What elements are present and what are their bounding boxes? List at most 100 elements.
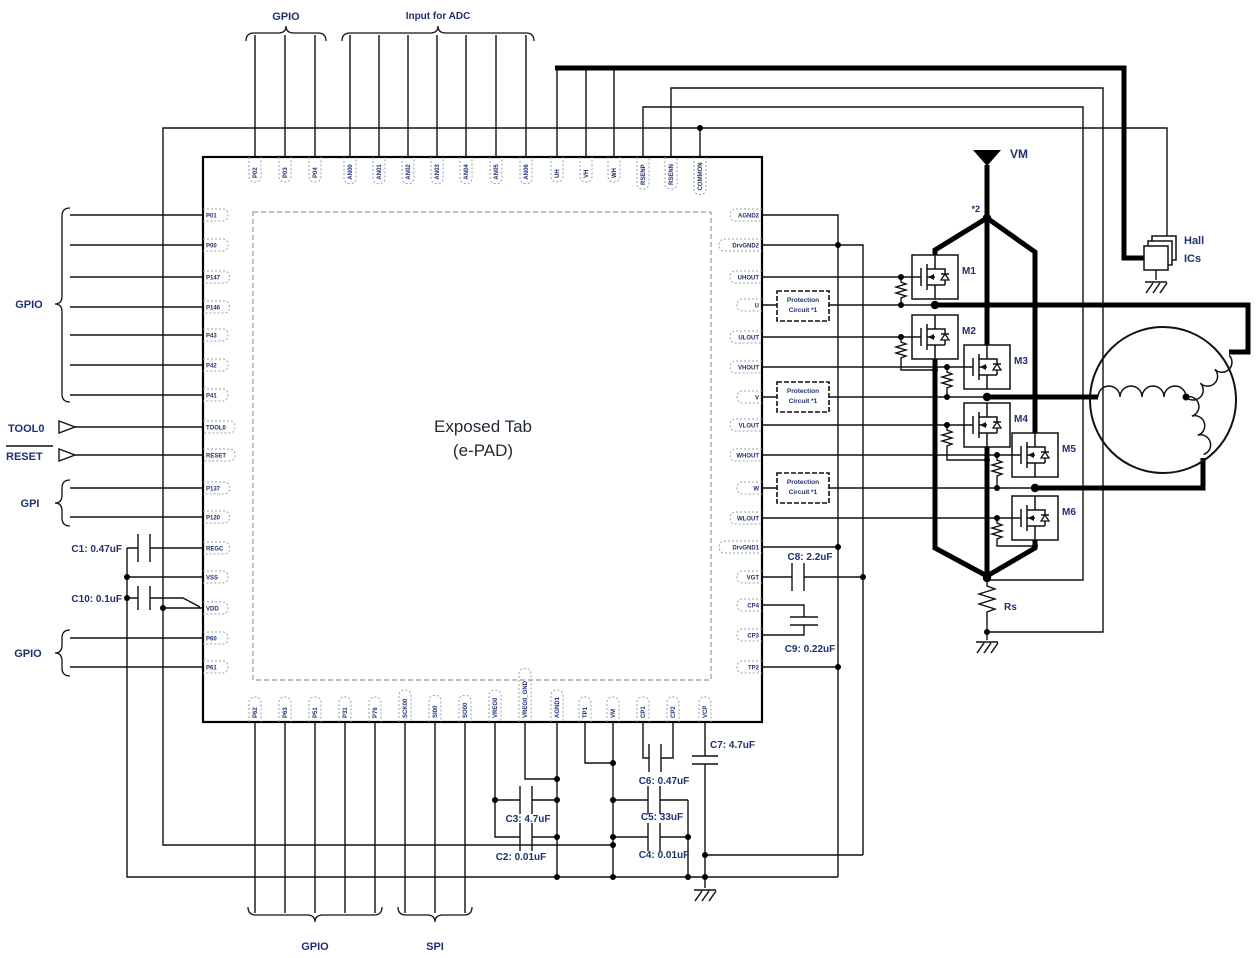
junction-dot — [994, 452, 1000, 458]
junction-dot — [554, 797, 560, 803]
svg-text:P62: P62 — [253, 707, 259, 718]
svg-text:AN00: AN00 — [348, 164, 354, 180]
svg-text:VLOUT: VLOUT — [739, 423, 760, 429]
svg-text:Protection: Protection — [787, 297, 819, 304]
svg-text:P01: P01 — [206, 213, 217, 219]
chip-body — [201, 155, 764, 724]
label-c3: C3: 4.7uF — [505, 814, 550, 825]
pin-RESET: RESET — [203, 448, 236, 462]
wire-top-gpio-adc — [254, 35, 527, 157]
junction-dot — [860, 574, 866, 580]
pin-P04: P04 — [308, 157, 322, 183]
svg-text:P00: P00 — [206, 243, 217, 249]
pin-P02: P02 — [248, 157, 262, 183]
pin-P42: P42 — [203, 358, 229, 372]
pin-P43: P43 — [203, 328, 229, 342]
label-mosfet: M1 — [962, 266, 976, 277]
wire-c1-regc — [126, 534, 838, 878]
pin-CP4: CP4 — [736, 598, 762, 612]
gate-resistor-m4 — [939, 425, 987, 461]
junction-dot — [160, 605, 166, 611]
pin-VGT: VGT — [736, 570, 762, 584]
wire-tool0-reset — [6, 426, 203, 456]
gate-resistor-m5 — [989, 455, 1005, 488]
junction-dot — [994, 515, 1000, 521]
junction-dot — [610, 797, 616, 803]
ground-symbol — [694, 889, 717, 902]
pin-P62: P62 — [248, 696, 262, 722]
label-mosfet: M4 — [1014, 414, 1028, 425]
pin-RSENN: RSENN — [664, 157, 678, 190]
label-c8: C8: 2.2uF — [787, 552, 832, 563]
svg-text:V: V — [755, 395, 759, 401]
wire-rsenp — [642, 106, 1084, 581]
pin-P137: P137 — [203, 481, 231, 495]
svg-text:SO00: SO00 — [463, 702, 469, 718]
pin-UHOUT: UHOUT — [729, 270, 762, 284]
svg-text:VHOUT: VHOUT — [738, 365, 759, 371]
svg-text:SCK00: SCK00 — [403, 698, 409, 718]
wire-hall-signals — [556, 68, 615, 157]
brace-top-adc — [341, 25, 535, 42]
protection-circuit-w: Protection Circuit *1 — [776, 472, 830, 504]
junction-dot — [944, 394, 950, 400]
pin-AN04: AN04 — [459, 157, 473, 185]
mosfet-M5: M5 — [1011, 432, 1076, 478]
reset-input-symbol — [58, 447, 77, 463]
svg-text:VM: VM — [611, 709, 617, 718]
pin-P63: P63 — [278, 696, 292, 722]
pin-DrvGND1: DrvGND1 — [718, 540, 762, 554]
protection-circuit-v: Protection Circuit *1 — [776, 381, 830, 413]
wire-rsenn — [670, 87, 1104, 633]
label-hall-line1: Hall — [1184, 235, 1204, 247]
pin-P147: P147 — [203, 270, 231, 284]
label-mosfet: M2 — [962, 326, 976, 337]
motor-coil-upper-right — [1185, 354, 1233, 401]
svg-text:Protection: Protection — [787, 479, 819, 486]
ground-symbols — [694, 281, 1168, 902]
motor-star-point — [1182, 393, 1190, 401]
label-mosfet: M5 — [1062, 444, 1076, 455]
motor — [1089, 326, 1237, 474]
node-dot — [930, 300, 940, 310]
pin-VHOUT: VHOUT — [729, 360, 762, 374]
label-mosfet: M3 — [1014, 356, 1028, 367]
pin-AGND1: AGND1 — [550, 689, 564, 722]
svg-text:P63: P63 — [283, 707, 289, 718]
svg-text:AN01: AN01 — [377, 164, 383, 180]
svg-text:RSENN: RSENN — [669, 164, 675, 185]
pin-VREG0_GND: VREG0_GND — [518, 667, 532, 722]
junction-dot — [685, 874, 691, 880]
epad-outline — [252, 211, 712, 681]
svg-text:WHOUT: WHOUT — [736, 453, 759, 459]
wire-vdd-hall-rail — [162, 127, 1168, 846]
svg-text:REGC: REGC — [206, 546, 224, 552]
label-hall-line2: ICs — [1184, 253, 1201, 265]
svg-text:TP2: TP2 — [748, 665, 760, 671]
brackets — [54, 25, 535, 923]
gate-resistor-m6 — [989, 518, 1035, 547]
svg-text:CP1: CP1 — [641, 706, 647, 718]
pin-CP3: CP3 — [736, 628, 762, 642]
vm-post — [932, 165, 1038, 433]
pin-AN02: AN02 — [401, 157, 415, 185]
svg-text:U: U — [755, 303, 759, 309]
label-tool0: TOOL0 — [8, 423, 44, 435]
motor-coil-lower-right — [1185, 395, 1212, 456]
junction-dot — [898, 302, 904, 308]
svg-text:VH: VH — [584, 170, 590, 178]
label-c4: C4: 0.01uF — [639, 850, 690, 861]
svg-text:ULOUT: ULOUT — [738, 335, 759, 341]
svg-text:CP3: CP3 — [747, 633, 759, 639]
svg-text:VREG0: VREG0 — [493, 697, 499, 718]
pin-WHOUT: WHOUT — [729, 448, 762, 462]
svg-text:RESET: RESET — [206, 453, 226, 459]
junction-dot — [984, 457, 990, 463]
pin-W: W — [736, 481, 762, 495]
junction-dot — [610, 874, 616, 880]
pin-VDD: VDD — [203, 601, 229, 615]
label-left-gpi: GPI — [21, 498, 40, 510]
label-left-gpio-upper: GPIO — [15, 299, 43, 311]
protection-circuit-u: Protection Circuit *1 — [776, 290, 830, 322]
